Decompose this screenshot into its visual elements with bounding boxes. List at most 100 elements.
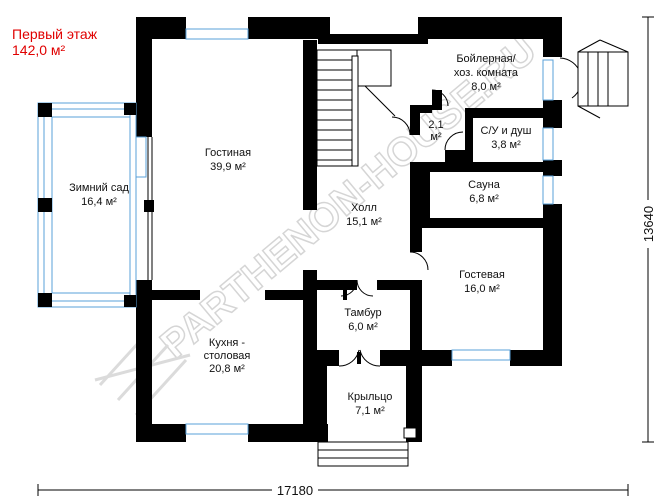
side-steps [577,39,629,119]
wall [410,105,420,135]
room-porch-name: Крыльцо [348,391,393,403]
wall [317,428,327,442]
wall [152,290,200,300]
room-small-area: м² [430,131,442,143]
room-tambour-area: 6,0 м² [348,321,378,333]
wall [136,280,152,442]
window [185,423,249,435]
wall [465,118,473,162]
room-winter-garden-area: 16,4 м² [81,196,117,208]
wall [422,350,452,366]
door-arc [431,89,449,107]
stair-rail [351,55,359,167]
door-jambs [343,290,361,364]
window [542,127,554,161]
wall [265,290,317,300]
wall [303,300,317,424]
wall [136,424,186,442]
room-bathroom-area: 3,8 м² [491,139,521,151]
porch-post [403,427,417,439]
post [38,103,52,117]
wall [248,17,318,39]
window [542,175,554,205]
room-tambour-name: Тамбур [344,307,381,319]
room-bathroom-name: С/У и душ [481,125,532,137]
porch-steps [317,427,417,467]
wall [144,86,152,94]
post [38,293,52,307]
room-porch-area: 7,1 м² [355,405,385,417]
room-kitchen-name2: столовая [204,350,251,362]
windows [135,28,554,435]
wall [543,100,562,128]
staircase [316,49,396,167]
room-guest-area: 16,0 м² [464,283,500,295]
wall [303,40,317,210]
dimension-label-bg [272,482,318,498]
floor-title: Первый этаж [12,26,98,42]
door-arc [409,251,429,271]
wall [410,290,422,350]
wall [303,270,317,290]
wall [248,424,328,442]
door-arc [356,279,374,297]
wall [422,218,543,228]
wall [377,280,422,290]
wall [428,17,560,39]
window [185,28,249,40]
room-small-name: 2,1 [428,119,443,131]
dimension-label-bg [640,200,656,248]
wall [406,366,422,442]
wall [432,90,442,110]
dimension-width-label: 17180 [277,483,313,498]
window [542,59,554,101]
wall [317,280,357,290]
post [38,198,52,212]
stair-flight [316,49,358,167]
post [124,103,136,115]
room-boiler-area: 8,0 м² [471,81,501,93]
wall [418,17,428,44]
window [451,349,511,361]
room-guest-name: Гостевая [459,269,505,281]
jamb [357,352,361,364]
wall [317,366,327,442]
room-boiler-name2: хоз. комната [454,67,519,79]
wall [422,162,543,172]
room-hall-area: 15,1 м² [346,216,382,228]
wall [317,350,339,366]
room-hall-name: Холл [351,202,377,214]
window [135,136,147,178]
stair-landing [356,49,392,87]
wall [465,108,543,118]
wall [380,350,422,366]
wall [422,162,430,218]
stair-arrow [364,85,396,117]
dimension-height-label: 13640 [641,206,656,242]
steps [577,51,629,107]
door-arc [338,349,360,367]
walls [136,17,562,442]
wall [410,162,422,252]
room-kitchen-name: Кухня - [209,337,245,349]
wall [136,17,152,137]
winter-garden-posts [38,103,136,307]
wall [445,150,465,162]
wall [318,34,418,44]
wall [410,230,422,250]
room-boiler-name: Бойлерная/ [456,53,516,65]
room-living-name: Гостиная [205,147,251,159]
jamb [343,290,347,300]
floor-area: 142,0 м² [12,42,66,58]
door-arc [359,349,381,367]
wall [543,220,562,366]
room-living-area: 39,9 м² [210,161,246,173]
room-winter-garden-name: Зимний сад [69,182,129,194]
door-arc [391,116,411,136]
wall [318,17,330,39]
steps [317,441,409,467]
wall [420,105,432,113]
wall [543,204,562,220]
door-arc [444,131,464,151]
dimension-width [37,484,629,496]
